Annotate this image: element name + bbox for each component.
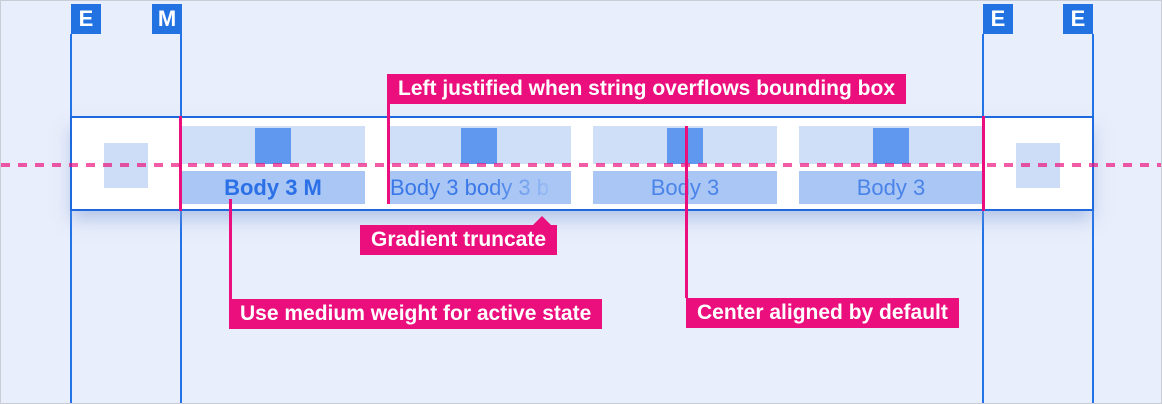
right-edge-marker-badge: E <box>1063 4 1093 34</box>
guide-line-left-margin <box>180 34 182 403</box>
baseline-dashed-line <box>1 163 1161 167</box>
up-arrow-icon <box>533 216 552 225</box>
right-margin-marker-badge: E <box>983 4 1013 34</box>
guide-line-left-edge <box>70 34 72 403</box>
tab-icon-placeholder-square <box>461 128 497 164</box>
margin-marker-badge: M <box>152 4 182 34</box>
tab-area-start-line <box>179 116 182 211</box>
tab-icon-placeholder-square <box>255 128 291 164</box>
tab-area-end-line <box>982 116 985 211</box>
annotation-gradient-truncate: Gradient truncate <box>360 216 558 255</box>
left-justified-connector-line <box>387 104 390 204</box>
gradient-truncate-fade <box>487 171 571 204</box>
annotation-left-justified: Left justified when string overflows bou… <box>387 74 906 104</box>
center-aligned-connector-line <box>685 126 688 298</box>
tab-icon-placeholder-square <box>873 128 909 164</box>
guide-line-right-edge <box>1092 34 1094 403</box>
guide-line-right-margin <box>982 34 984 403</box>
medium-weight-connector-line <box>229 199 232 299</box>
edge-marker-badge: E <box>71 4 101 34</box>
tab-label-active: Body 3 M <box>181 171 365 204</box>
annotation-center-aligned: Center aligned by default <box>686 298 959 328</box>
tab-label-default: Body 3 <box>799 171 983 204</box>
tab-active[interactable]: Body 3 M <box>181 116 365 211</box>
annotation-medium-weight: Use medium weight for active state <box>229 299 603 329</box>
tab-overflow[interactable]: Body 3 body 3 b <box>387 116 571 211</box>
annotation-gradient-truncate-text: Gradient truncate <box>371 228 547 251</box>
tab-default-2[interactable]: Body 3 <box>799 116 983 211</box>
